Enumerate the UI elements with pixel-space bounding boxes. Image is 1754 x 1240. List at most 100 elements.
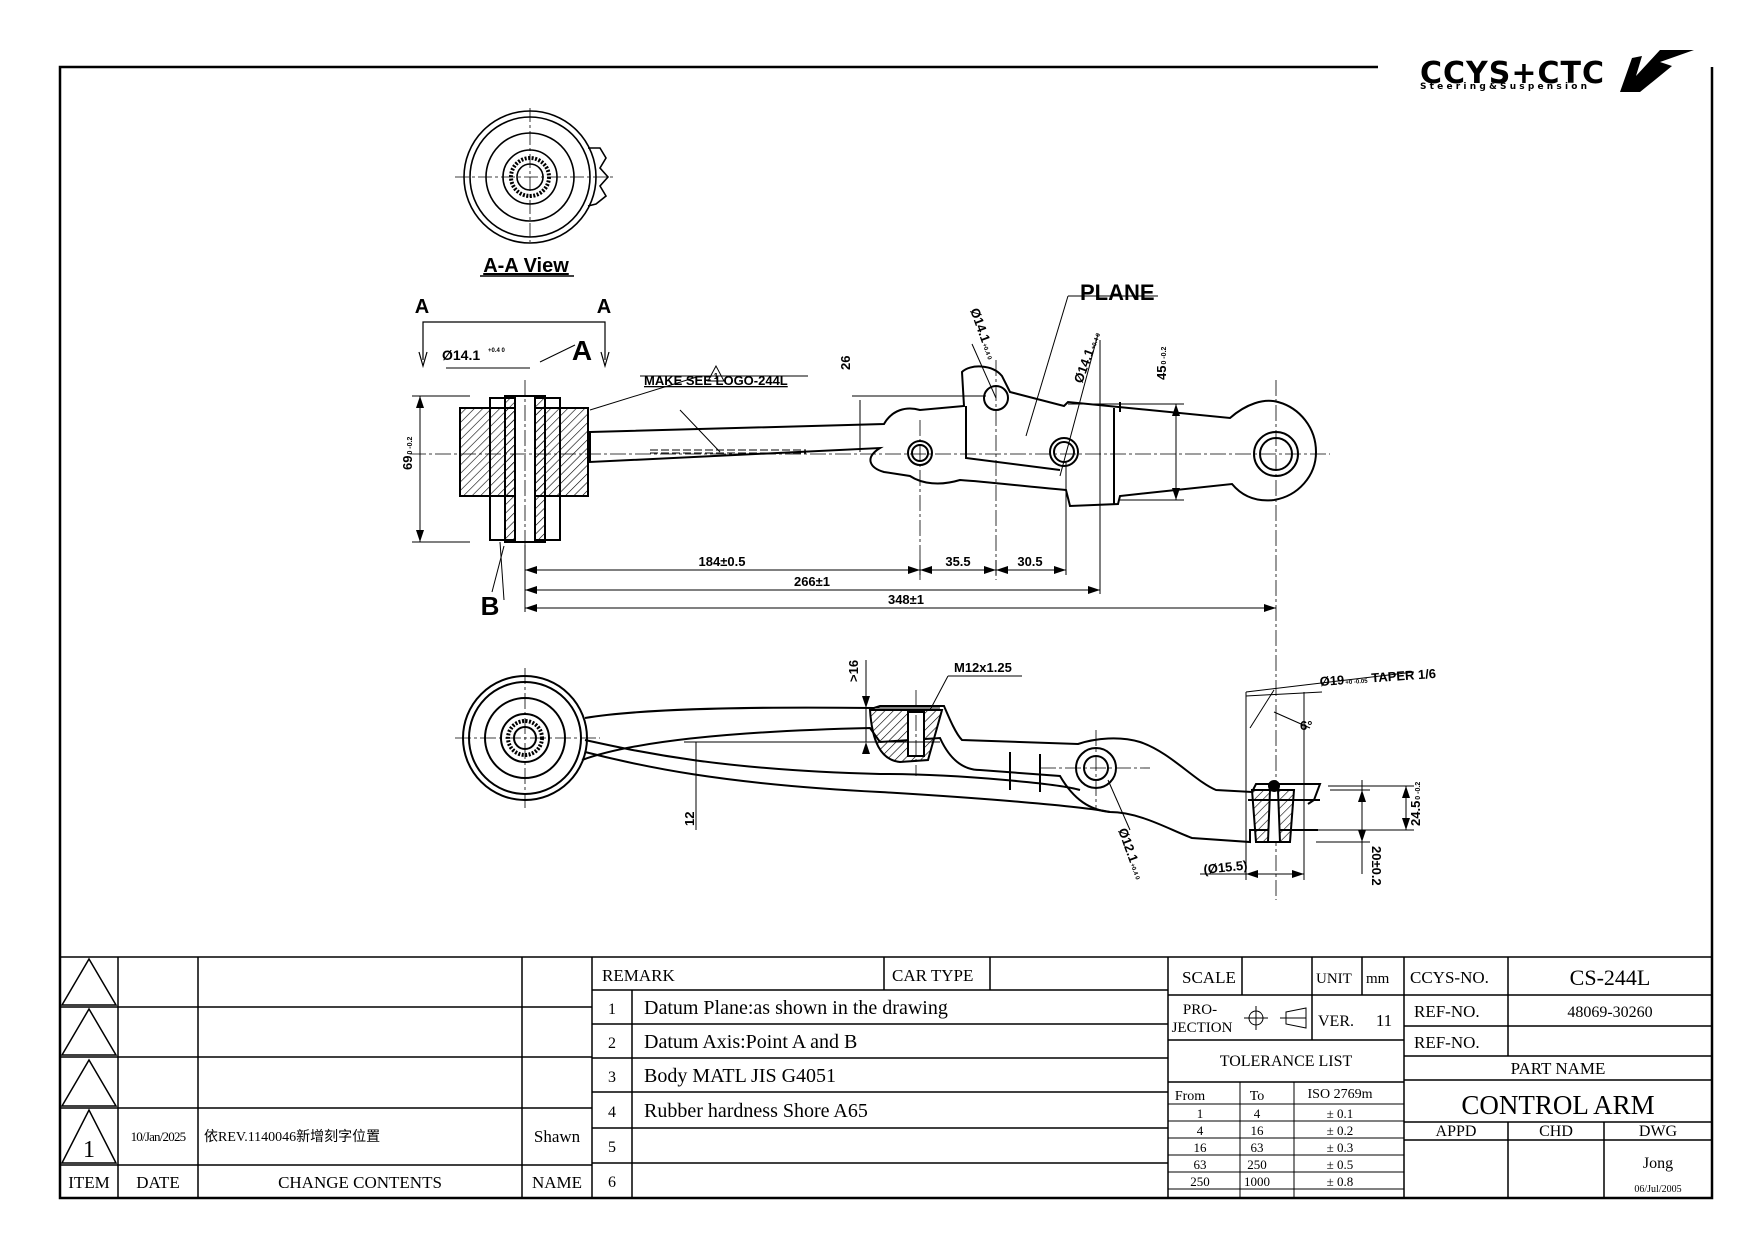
car-type-label: CAR TYPE <box>892 966 973 985</box>
dim-hole-right: Ø14.1+0.4 0 <box>1071 329 1104 385</box>
revision-header-name: NAME <box>532 1173 582 1192</box>
sheet-border <box>58 65 1714 1200</box>
dim-24-5: 24.50 -0.2 <box>1408 782 1423 826</box>
tolerance-header-std: ISO 2769m <box>1308 1087 1373 1102</box>
ver-label: VER. <box>1318 1013 1354 1030</box>
revision-item: 1 <box>83 1137 95 1163</box>
tolerance-to-3: 63 <box>1251 1140 1264 1155</box>
tolerance-from-3: 16 <box>1194 1140 1208 1155</box>
part-name-label: PART NAME <box>1511 1059 1606 1078</box>
dim-266: 266±1 <box>794 574 830 589</box>
tolerance-value-2: ± 0.2 <box>1327 1123 1354 1138</box>
top-view-dimension-lines <box>412 295 1276 612</box>
aa-view-title: A-A View <box>483 255 569 277</box>
dwg-date: 06/Jul/2005 <box>1634 1184 1681 1195</box>
warning-triangle-icon: 1 <box>707 364 725 382</box>
ref-no-label: REF-NO. <box>1414 1002 1480 1021</box>
section-line <box>418 321 610 369</box>
point-a-label: A <box>572 335 592 366</box>
dim-thread: M12x1.25 <box>954 660 1012 675</box>
point-b-label: B <box>481 591 500 621</box>
appd-label: APPD <box>1436 1123 1477 1140</box>
dim-hole-top: Ø14.1+0.4 0 <box>967 306 1000 362</box>
tolerance-from-2: 4 <box>1197 1123 1204 1138</box>
remark-no-3: 3 <box>608 1069 616 1086</box>
remark-no-2: 2 <box>608 1035 616 1052</box>
ver-value: 11 <box>1376 1011 1392 1030</box>
section-mark-right: A <box>597 296 611 318</box>
remark-no-1: 1 <box>608 1001 616 1018</box>
projection-label-2: JECTION <box>1172 1020 1233 1036</box>
revision-triangles <box>60 957 118 1164</box>
section-mark-left: A <box>415 296 429 318</box>
dim-16: >16 <box>846 660 861 682</box>
remark-no-6: 6 <box>608 1174 616 1191</box>
tolerance-value-4: ± 0.5 <box>1327 1157 1354 1172</box>
revision-change: 依REV.1140046新增刻字位置 <box>204 1129 380 1145</box>
dwg-label: DWG <box>1639 1123 1678 1140</box>
unit-label: UNIT <box>1316 971 1352 987</box>
dim-184: 184±0.5 <box>699 554 746 569</box>
tolerance-to-5: 1000 <box>1244 1174 1270 1189</box>
side-view-centerlines <box>455 668 1150 810</box>
remark-header: REMARK <box>602 966 675 985</box>
dim-35-5: 35.5 <box>945 554 970 569</box>
tolerance-from-1: 1 <box>1197 1106 1204 1121</box>
remark-no-4: 4 <box>608 1104 616 1121</box>
tolerance-from-4: 63 <box>1194 1157 1207 1172</box>
remark-text-2: Datum Axis:Point A and B <box>644 1031 857 1053</box>
remark-no-5: 5 <box>608 1139 616 1156</box>
dim-hole-low: Ø12.1+0.4 0 <box>1115 826 1148 882</box>
dim-69: 690 -0.2 <box>400 437 415 470</box>
point-a-marker-icon <box>1268 780 1280 792</box>
aa-view <box>455 108 615 244</box>
tolerance-from-5: 250 <box>1190 1174 1210 1189</box>
dim-15-5: (Ø15.5) <box>1203 857 1248 877</box>
projection-label-1: PRO- <box>1183 1002 1217 1018</box>
dim-30-5: 30.5 <box>1017 554 1042 569</box>
part-name-value: CONTROL ARM <box>1461 1090 1654 1120</box>
make-note: MAKE SEE LOGO-244L <box>644 373 788 388</box>
ref-no-value: 48069-30260 <box>1567 1004 1652 1021</box>
tolerance-to-1: 4 <box>1254 1106 1261 1121</box>
company-logo: CCYS+CTC Steering&Suspension <box>1420 50 1694 92</box>
revision-name: Shawn <box>534 1127 581 1146</box>
remark-text-1: Datum Plane:as shown in the drawing <box>644 997 948 1019</box>
dim-348: 348±1 <box>888 592 924 607</box>
dwg-name: Jong <box>1643 1155 1673 1172</box>
ccys-no-value: CS-244L <box>1570 965 1651 990</box>
dim-12: 12 <box>682 812 697 826</box>
ref-no2-label: REF-NO. <box>1414 1033 1480 1052</box>
dim-bushing-diameter: Ø14.1 <box>442 347 480 363</box>
svg-text:1: 1 <box>714 372 719 381</box>
title-block-grid <box>60 956 1712 1198</box>
revision-header-item: ITEM <box>68 1173 110 1192</box>
scale-label: SCALE <box>1182 968 1236 987</box>
revision-date: 10/Jan/2025 <box>131 1129 186 1144</box>
tolerance-title: TOLERANCE LIST <box>1220 1053 1353 1070</box>
tolerance-value-5: ± 0.8 <box>1327 1174 1354 1189</box>
tolerance-to-4: 250 <box>1247 1157 1267 1172</box>
tolerance-value-3: ± 0.3 <box>1327 1140 1354 1155</box>
revision-header-date: DATE <box>136 1173 179 1192</box>
projection-symbol-icon <box>1244 1006 1307 1030</box>
logo-swoosh-icon <box>1620 50 1694 92</box>
top-view-arrows <box>416 396 1276 612</box>
logo-brand: CCYS+CTC <box>1420 56 1605 91</box>
tolerance-header-to: To <box>1250 1089 1265 1104</box>
dim-26: 26 <box>838 356 853 370</box>
dim-bushing-diameter-tol: +0.4 0 <box>488 348 506 354</box>
revision-header-change: CHANGE CONTENTS <box>278 1173 442 1192</box>
dim-20: 20±0.2 <box>1369 846 1384 886</box>
unit-value: mm <box>1366 971 1390 987</box>
tolerance-to-2: 16 <box>1251 1123 1265 1138</box>
side-view-arrows <box>862 696 1410 878</box>
logo-tagline: Steering&Suspension <box>1420 82 1590 92</box>
tolerance-header-from: From <box>1175 1089 1205 1104</box>
side-view <box>462 675 1322 844</box>
plane-label: PLANE <box>1080 280 1155 305</box>
chd-label: CHD <box>1539 1123 1573 1140</box>
dim-45: 450 -0.2 <box>1154 347 1169 380</box>
